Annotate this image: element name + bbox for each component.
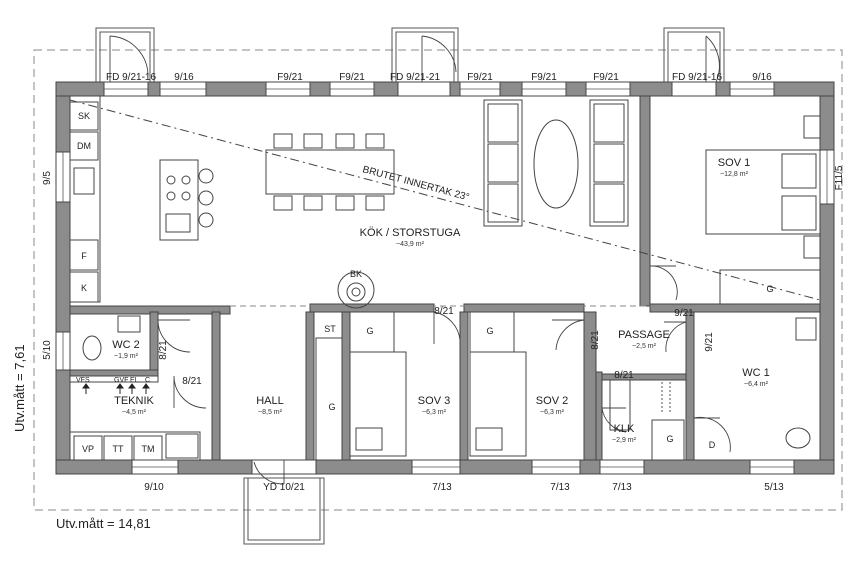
room-name-teknik: TEKNIK [114, 395, 154, 407]
room-area-passage: ~2,5 m² [632, 343, 657, 350]
fixture-dm: DM [77, 141, 91, 151]
outline-dashed-frame [33, 49, 843, 511]
door-label-sov1: 9/21 [674, 308, 694, 319]
ceiling-break-line [69, 99, 821, 301]
kitchen-island [159, 159, 214, 241]
opening-top-4: F9/21 [339, 72, 365, 83]
living-room-furniture [483, 99, 629, 227]
fixture-g-sov2: G [486, 326, 493, 336]
room-name-sov3: SOV 3 [418, 395, 450, 407]
interior-walls [69, 95, 821, 461]
opening-left-top: 9/5 [42, 171, 53, 185]
opening-bottom-3: 7/13 [432, 482, 452, 493]
room-name-wc2: WC 2 [112, 339, 140, 351]
room-name-sov2: SOV 2 [536, 395, 568, 407]
fixture-g-klk: G [666, 434, 673, 444]
door-label-sov2: 8/21 [590, 330, 601, 350]
opening-top-6: F9/21 [467, 72, 493, 83]
opening-left-bottom: 5/10 [42, 340, 53, 360]
room-name-wc1: WC 1 [742, 367, 770, 379]
room-area-hall: ~8,5 m² [258, 409, 283, 416]
opening-top-2: 9/16 [174, 72, 194, 83]
fixture-d: D [709, 440, 716, 450]
room-name-klk: KLK [614, 423, 635, 435]
door-label-wc1: 9/21 [704, 332, 715, 352]
fixture-k: K [81, 283, 87, 293]
room-area-sov1: ~12,8 m² [720, 171, 748, 178]
opening-top-9: FD 9/21-16 [672, 72, 722, 83]
teknik-arrows [82, 383, 150, 394]
fixture-g-sov1: G [766, 284, 773, 294]
kitchen-counter [69, 95, 101, 303]
opening-bottom-1: 9/10 [144, 482, 164, 493]
opening-top-3: F9/21 [277, 72, 303, 83]
opening-bottom-6: 5/13 [764, 482, 784, 493]
fixture-g-sov3: G [366, 326, 373, 336]
room-area-wc2: ~1,9 m² [114, 353, 139, 360]
width-dimension-label: Utv.mått = 14,81 [56, 516, 151, 531]
fixture-bk: BK [350, 269, 362, 279]
window-glass-lines [62, 88, 828, 468]
stove [337, 271, 375, 309]
room-area-wc1: ~6,4 m² [744, 381, 769, 388]
fixture-g-hall: G [328, 402, 335, 412]
fixture-tt: TT [113, 444, 124, 454]
room-name-passage: PASSAGE [618, 329, 670, 341]
room-area-teknik: ~4,5 m² [122, 409, 147, 416]
height-dimension-label: Utv.mått = 7,61 [12, 344, 27, 432]
teknik-strip-c: C [145, 377, 150, 384]
fixture-vp: VP [82, 444, 94, 454]
room-name-kok: KÖK / STORSTUGA [360, 227, 461, 239]
room-area-kok: ~43,9 m² [396, 241, 424, 248]
room-name-sov1: SOV 1 [718, 157, 750, 169]
fixture-st: ST [324, 324, 336, 334]
door-label-klk: 8/21 [614, 370, 634, 381]
fixture-tm: TM [142, 444, 155, 454]
opening-right: F11/5 [834, 165, 845, 190]
door-label-teknik: 8/21 [182, 376, 202, 387]
opening-bottom-2: YD 10/21 [263, 482, 305, 493]
ceiling-annotation: BRUTET INNERTAK 23° [361, 164, 470, 203]
room-area-klk: ~2,9 m² [612, 437, 637, 444]
opening-top-8: F9/21 [593, 72, 619, 83]
bedroom1-furniture [705, 115, 821, 305]
opening-top-1: FD 9/21-16 [106, 72, 156, 83]
teknik-strip-el: EL [130, 377, 139, 384]
opening-top-7: F9/21 [531, 72, 557, 83]
room-area-sov2: ~6,3 m² [540, 409, 565, 416]
room-name-hall: HALL [256, 395, 284, 407]
teknik-strip-gvf: GVF [114, 377, 128, 384]
opening-top-5: FD 9/21-21 [390, 72, 440, 83]
bedroom-wardrobes [315, 311, 527, 461]
room-area-sov3: ~6,3 m² [422, 409, 447, 416]
door-label-sov3: 8/21 [434, 306, 454, 317]
teknik-strip-vfs: VFS [76, 377, 90, 384]
fixture-sk: SK [78, 111, 90, 121]
opening-bottom-5: 7/13 [612, 482, 632, 493]
opening-top-10: 9/16 [752, 72, 772, 83]
opening-bottom-4: 7/13 [550, 482, 570, 493]
door-label-wc2: 8/21 [158, 340, 169, 360]
door-swings [109, 35, 731, 485]
fixture-f: F [81, 251, 87, 261]
dining-table [265, 133, 395, 211]
bathroom-fixtures [69, 315, 817, 461]
